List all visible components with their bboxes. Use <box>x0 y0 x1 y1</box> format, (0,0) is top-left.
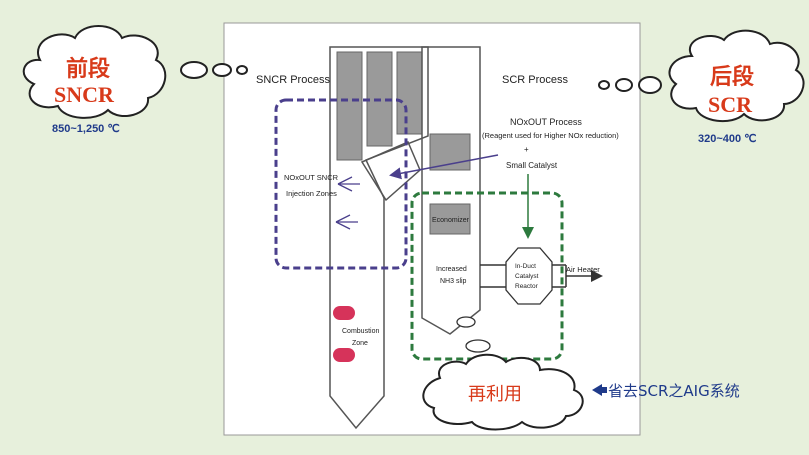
injection-label-1: NOxOUT SNCR <box>284 173 339 182</box>
boiler-tube <box>396 51 423 135</box>
thought-bubble <box>236 65 248 75</box>
reactor-label-3: Reactor <box>515 283 539 290</box>
reactor-label-1: In-Duct <box>515 263 536 270</box>
hopper-bubble <box>465 339 491 353</box>
boiler-tube <box>336 51 363 161</box>
nh3-label-1: Increased <box>436 266 467 273</box>
scr-process-label: SCR Process <box>502 74 569 86</box>
thought-bubble <box>598 80 610 90</box>
combustion-label-1: Combustion <box>342 328 379 335</box>
right-callout-temp: 320~400 ℃ <box>698 133 757 145</box>
bottom-callout-label: 再利用 <box>468 384 522 405</box>
reactor-label-2: Catalyst <box>515 273 539 280</box>
left-thought-cloud <box>22 25 167 119</box>
thought-bubble <box>180 61 208 79</box>
plus-label: + <box>524 145 529 154</box>
small-catalyst-label: Small Catalyst <box>506 161 558 170</box>
injection-nozzle-icon <box>335 176 360 230</box>
combustion-burner <box>333 348 355 362</box>
right-callout-title: 后段 <box>710 64 754 90</box>
economizer-block <box>429 203 471 235</box>
combustion-label-2: Zone <box>352 340 368 347</box>
left-callout-subtitle: SNCR <box>54 82 115 107</box>
economizer-label: Economizer <box>432 217 470 224</box>
noxout-sub-label: (Reagent used for Higher NOx reduction) <box>482 131 619 140</box>
right-callout-subtitle: SCR <box>708 92 753 117</box>
bottom-note: 省去SCR之AIG系统 <box>608 382 740 400</box>
arrow-left-icon-tail <box>601 387 607 393</box>
right-thought-cloud <box>668 29 805 123</box>
combustion-burner <box>333 306 355 320</box>
thought-bubble <box>615 78 633 92</box>
hopper-bubble <box>456 316 476 328</box>
air-heater-label: Air Heater <box>566 265 600 274</box>
sncr-process-label: SNCR Process <box>256 74 330 86</box>
thought-bubble <box>638 76 662 94</box>
thought-bubble <box>212 63 232 77</box>
sncr-zone-box <box>274 98 408 270</box>
noxout-feed-arrow <box>389 154 499 180</box>
nh3-label-2: NH3 slip <box>440 278 467 285</box>
bottom-cloud <box>422 353 584 431</box>
left-callout-title: 前段 <box>66 56 110 82</box>
injection-label-2: Injection Zones <box>286 189 337 198</box>
catalyst-reactor <box>505 247 553 305</box>
left-callout-temp: 850~1,250 ℃ <box>52 123 120 135</box>
arrow-left-icon <box>592 384 602 396</box>
noxout-process-label: NOxOUT Process <box>510 117 582 127</box>
